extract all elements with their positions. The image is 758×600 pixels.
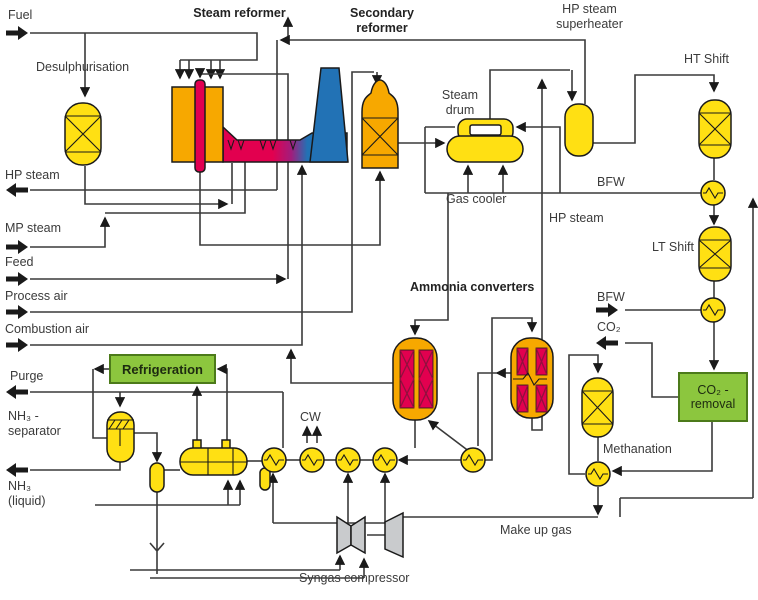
process-air-in-arrow xyxy=(6,305,28,319)
syngas-compressor-label: Syngas compressor xyxy=(299,571,410,585)
ht-shift-label: HT Shift xyxy=(684,52,729,66)
stack-chimney xyxy=(309,67,349,163)
nh3-liquid-out-arrow xyxy=(6,463,28,477)
pipe-combustion-air xyxy=(30,164,308,346)
hx-converter-effluent xyxy=(460,447,486,473)
fuel-label: Fuel xyxy=(8,8,33,22)
refrigeration-label: Refrigeration xyxy=(122,361,203,377)
hx-methanation-feed xyxy=(585,461,611,487)
hx-recycle-2 xyxy=(372,447,398,473)
hx-lt-shift-bfw xyxy=(700,297,726,323)
purge-out-arrow xyxy=(6,385,28,399)
pipe-loop-to-converter2 xyxy=(485,317,538,461)
lt-shift-label: LT Shift xyxy=(652,240,694,254)
hp-steam-superheater-label: HP steam superheater xyxy=(556,2,623,31)
mp-steam-in-arrow xyxy=(6,240,28,254)
hp-steam-mid-label: HP steam xyxy=(549,211,604,225)
bfw-2-label: BFW xyxy=(597,290,625,304)
pipe-desulphurisation-outlet xyxy=(84,166,229,210)
flare-tip xyxy=(149,540,165,574)
purge-label: Purge xyxy=(10,369,44,383)
pipe-refrigerant-loop-right xyxy=(216,363,228,443)
combustion-air-label: Combustion air xyxy=(5,322,90,336)
steam-reformer-label: Steam reformer xyxy=(193,6,286,20)
co2-label: CO₂ xyxy=(597,320,621,334)
bfw-1-label: BFW xyxy=(597,175,625,189)
process-air-label: Process air xyxy=(5,289,68,303)
secondary-reformer-vessel xyxy=(361,79,399,169)
pipe-nh3-liquid xyxy=(30,462,121,471)
hp-steam-out-label: HP steam xyxy=(5,168,60,182)
pipe-co2-offgas xyxy=(625,342,679,398)
pipe-drum-to-superheater xyxy=(489,69,570,119)
pipe-superheater-outlet xyxy=(279,34,586,104)
pipe-fuel xyxy=(30,32,258,61)
pipe-network xyxy=(30,16,758,579)
ammonia-chiller-vessel xyxy=(179,439,248,476)
cw-label: CW xyxy=(300,410,321,424)
pipe-feed-to-tubes xyxy=(194,68,289,279)
lt-shift-vessel xyxy=(698,226,732,282)
convection-coils xyxy=(227,139,297,151)
co2-out-arrow xyxy=(596,336,618,350)
hp-steam-superheater-vessel xyxy=(564,103,594,157)
hx-recycle-1 xyxy=(335,447,361,473)
gas-cooler-label: Gas cooler xyxy=(446,192,507,206)
pipe-gas-to-ht-shift xyxy=(593,74,720,144)
pipe-hp-steam-riser xyxy=(531,78,548,431)
pipe-reformer-to-secondary xyxy=(199,170,386,246)
ammonia-converter-1 xyxy=(392,337,438,421)
letdown-drum xyxy=(149,462,165,493)
pipe-mp-steam-coil xyxy=(105,162,246,214)
feed-in-arrow xyxy=(6,272,28,286)
syngas-compressor xyxy=(336,511,404,559)
steam-drum-label: Steam drum xyxy=(441,88,479,117)
compressor-stage-2 xyxy=(384,511,404,559)
gas-cooler-steam-drum xyxy=(446,118,524,163)
compressor-stage-1b xyxy=(350,515,366,555)
reformer-tube xyxy=(194,79,206,173)
methanation-label: Methanation xyxy=(603,442,672,456)
nh3-separator-label: NH₃ - separator xyxy=(8,409,61,438)
pipe-co2removal-to-hx xyxy=(611,421,713,477)
hx-chiller-exchanger xyxy=(261,447,287,473)
pipe-mp-steam xyxy=(30,216,111,248)
nh3-separator-vessel xyxy=(106,411,135,463)
pipe-hx-to-methanation xyxy=(568,354,604,475)
steam-reformer-furnace xyxy=(171,67,349,173)
internal-exchanger-zigzag xyxy=(513,372,547,386)
combustion-air-in-arrow xyxy=(6,338,28,352)
pipe-converter2-hx-down xyxy=(477,372,497,446)
desulphurisation-label: Desulphurisation xyxy=(36,60,130,74)
hx-ht-shift-bfw xyxy=(700,180,726,206)
ammonia-converters-label: Ammonia converters xyxy=(410,280,535,294)
mp-steam-label: MP steam xyxy=(5,221,62,235)
hp-steam-out-arrow xyxy=(6,183,28,197)
drum-slot xyxy=(469,124,502,136)
hx-cw-cooler xyxy=(299,447,325,473)
pipe-process-air xyxy=(30,71,374,313)
ht-shift-vessel xyxy=(698,99,732,159)
desulphurisation-vessel xyxy=(64,102,102,166)
nh3-liquid-label: NH₃ (liquid) xyxy=(8,479,46,508)
refrigeration-box xyxy=(109,354,216,384)
pipe-bfw-to-drum xyxy=(515,121,561,193)
gas-cooler-vessel xyxy=(446,135,524,163)
pipe-diagonal-to-converter1 xyxy=(427,420,471,453)
feed-label: Feed xyxy=(5,255,34,269)
pipe-separator-to-letdown xyxy=(134,432,163,463)
methanation-vessel xyxy=(581,377,614,438)
pipe-to-converter1-top xyxy=(409,193,449,336)
fuel-in-arrow xyxy=(6,26,28,40)
make-up-gas-label: Make up gas xyxy=(500,523,572,537)
secondary-reformer-label: Secondary reformer xyxy=(350,6,414,35)
co2-removal-box xyxy=(678,372,748,422)
stream-arrows xyxy=(6,26,618,477)
pipe-refrigerant-loop-left-b xyxy=(92,369,107,439)
co2-removal-label: CO₂ - removal xyxy=(690,383,736,411)
bfw2-in-arrow xyxy=(596,303,618,317)
ammonia-converter-2 xyxy=(510,337,554,419)
pipe-converter1-out xyxy=(285,348,393,384)
